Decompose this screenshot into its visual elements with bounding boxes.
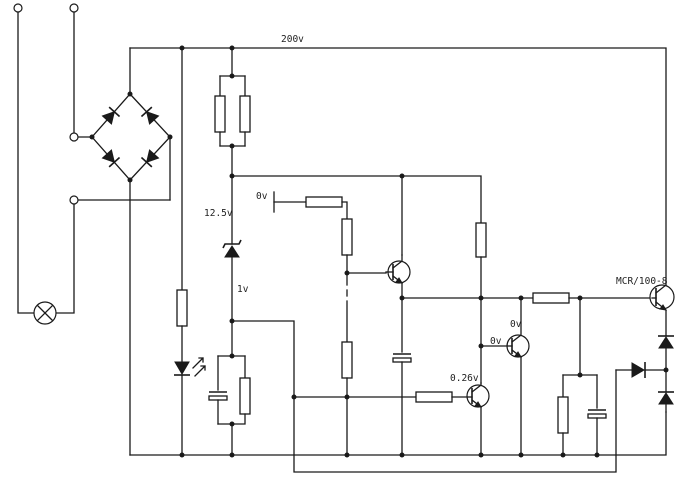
label-supply: 200v (281, 34, 304, 45)
control-network (231, 173, 669, 473)
dropper-resistor-a (214, 95, 226, 133)
bridge-rectifier (89, 47, 173, 456)
label-q2-base: 0v (490, 336, 502, 347)
label-ground-ref: 0v (256, 191, 268, 202)
led-resistor (176, 289, 188, 327)
timing-capacitor (392, 353, 412, 363)
transistor-q3 (506, 297, 530, 456)
labels: 200v 12.5v 1v 0v 0v 0v 0.26v MCR/100-8 (204, 34, 668, 384)
gate-resistor (532, 292, 570, 304)
dropper-resistor-b (239, 95, 251, 133)
collector-resistor (475, 222, 487, 258)
rails (129, 45, 667, 458)
input-resistor (305, 196, 343, 208)
supply-rail-200v (129, 47, 667, 283)
filter-capacitor (208, 391, 228, 401)
rc-capacitor (587, 409, 607, 419)
rc-resistor (557, 396, 569, 434)
bias-resistor-lower (341, 341, 353, 379)
bias-resistor-upper (341, 218, 353, 256)
led-branch (174, 47, 206, 456)
ac-terminal-2[interactable] (69, 3, 79, 13)
lamp-symbol (33, 301, 57, 325)
supply-chain (208, 47, 251, 456)
transistor-q4 (466, 382, 490, 456)
output-diode-lower (658, 391, 674, 405)
bridge-diode-3 (101, 149, 121, 168)
base-resistor-q4 (415, 391, 453, 403)
label-q4-base: 0.26v (450, 373, 479, 384)
output-stage (649, 281, 675, 413)
trigger-diode (631, 362, 646, 378)
bridge-diode-4 (140, 149, 160, 168)
label-q3-base: 0v (510, 319, 522, 330)
output-transistor (649, 281, 675, 336)
ground-rail (129, 411, 667, 456)
ac-terminal-1[interactable] (13, 3, 23, 13)
bridge-diode-1 (101, 106, 121, 125)
output-diode-upper (658, 335, 674, 349)
divider-resistor (239, 377, 251, 415)
label-output-transistor: MCR/100-8 (616, 276, 668, 287)
indicator-led (174, 357, 206, 377)
bridge-ac-terminal[interactable] (69, 132, 79, 142)
bridge-return-terminal[interactable] (69, 195, 79, 205)
label-zener-voltage: 12.5v (204, 208, 233, 219)
label-divider-voltage: 1v (237, 284, 249, 295)
transistor-q1 (385, 254, 411, 299)
ac-input-section (13, 3, 171, 325)
bridge-diode-2 (140, 106, 160, 125)
